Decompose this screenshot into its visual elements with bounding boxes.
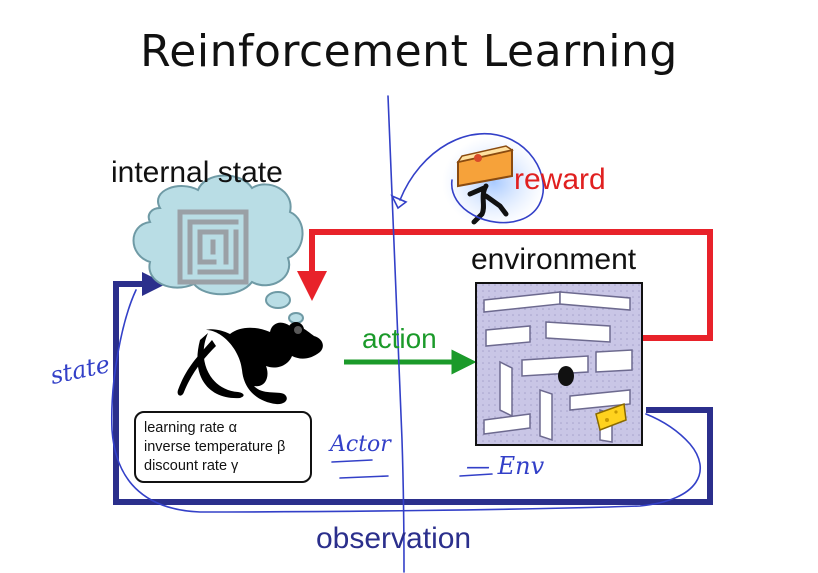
actor-annotation: Actor [330, 432, 391, 457]
environment-label: environment [471, 243, 637, 276]
param-inverse-temperature: inverse temperature β [144, 439, 286, 455]
agent-parameters-box: learning rate α inverse temperature β di… [134, 411, 312, 483]
observation-label: observation [316, 522, 472, 555]
ink-annotations [110, 95, 701, 573]
param-learning-rate: learning rate α [144, 420, 238, 436]
rat-icon [177, 322, 323, 405]
param-discount-rate: discount rate γ [144, 458, 239, 474]
action-label: action [362, 323, 437, 354]
internal-state-label: internal state [111, 156, 283, 189]
cheese-runner-icon [442, 136, 546, 228]
cheese-icon [595, 402, 627, 432]
reward-label: reward [514, 163, 606, 196]
reward-loop [297, 229, 713, 341]
maze-icon [177, 209, 249, 285]
thought-cloud-icon [132, 174, 304, 324]
slide-title: Reinforcement Learning [140, 26, 678, 77]
env-annotation: — Env [466, 452, 545, 480]
observation-loop [113, 272, 713, 505]
